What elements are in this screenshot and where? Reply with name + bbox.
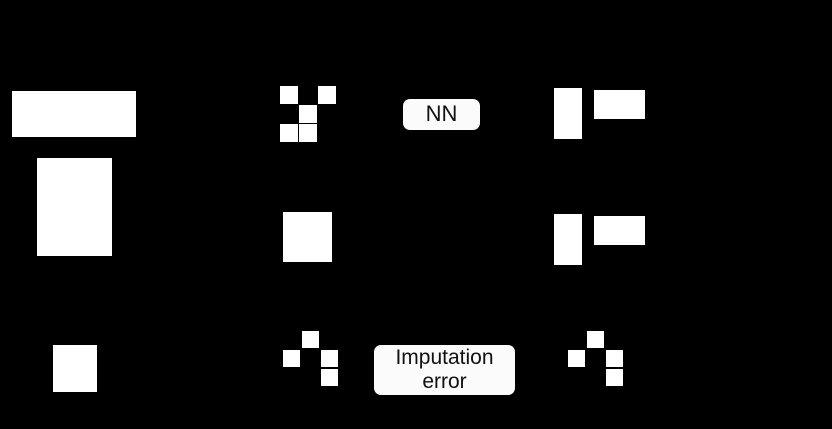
middle-square-block (283, 212, 332, 262)
mask-cell-observed (283, 350, 300, 367)
mask-cell-observed (302, 331, 319, 348)
small-square-left-block (53, 345, 97, 392)
mask-cell-missing (321, 331, 338, 348)
mask-cell-missing (318, 124, 336, 142)
output-bar-mid-block (554, 214, 582, 265)
mask-cell-observed (568, 350, 585, 367)
mask-cell-missing (568, 331, 585, 348)
output-bar-top-block (554, 88, 582, 139)
mask-cell-observed (280, 124, 298, 142)
nn-label-box: NN (403, 99, 480, 130)
mask-cell-observed (280, 86, 298, 104)
mask-cell-missing (302, 369, 319, 386)
imputation-error-line-2: error (422, 370, 467, 393)
mask-cell-missing (606, 331, 623, 348)
output-block-mid (594, 216, 645, 245)
mask-cell-missing (283, 331, 300, 348)
mask-grid-top (280, 86, 336, 142)
mask-cell-missing (568, 369, 585, 386)
mask-cell-observed (606, 369, 623, 386)
mask-cell-observed (321, 369, 338, 386)
data-column-block (37, 158, 112, 256)
mask-cell-missing (318, 105, 336, 123)
mask-grid-bottom-right (568, 331, 623, 386)
mask-cell-missing (587, 350, 604, 367)
nn-label-text: NN (425, 101, 458, 127)
mask-cell-observed (299, 105, 317, 123)
mask-cell-missing (283, 369, 300, 386)
output-block-top (594, 90, 645, 119)
mask-cell-observed (587, 331, 604, 348)
mask-cell-missing (299, 86, 317, 104)
mask-cell-observed (321, 350, 338, 367)
mask-cell-observed (299, 124, 317, 142)
mask-cell-observed (606, 350, 623, 367)
mask-grid-bottom-middle (283, 331, 338, 386)
imputation-error-label-box: Imputation error (374, 345, 515, 395)
mask-cell-observed (318, 86, 336, 104)
mask-cell-missing (587, 369, 604, 386)
mask-cell-missing (280, 105, 298, 123)
imputation-error-line-1: Imputation (395, 346, 494, 370)
mask-cell-missing (302, 350, 319, 367)
input-matrix-block (12, 91, 136, 137)
